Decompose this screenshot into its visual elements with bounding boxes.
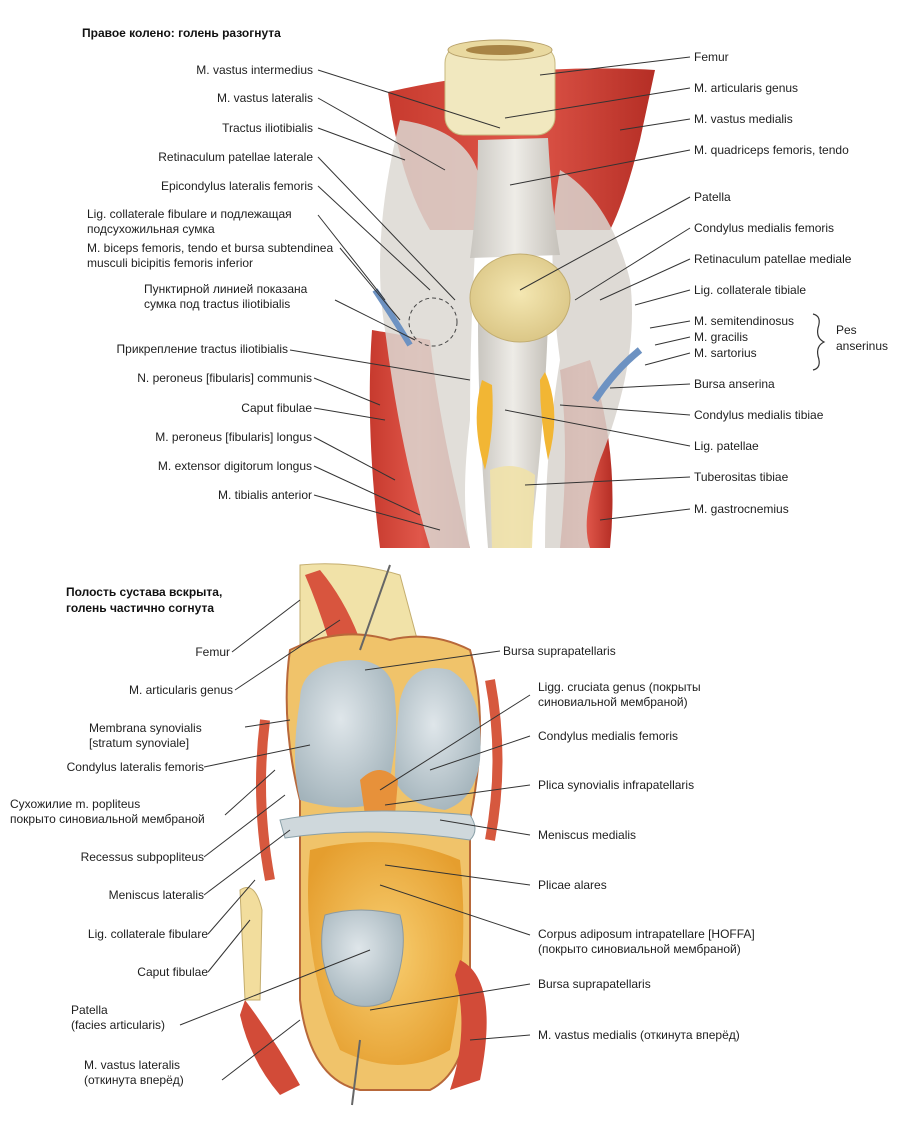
label-lig-collaterale-fibulare-line-2: подсухожильная сумка [87, 222, 215, 236]
label-caput-fibulae-top: Caput fibulae [241, 401, 312, 415]
label-recessus-subpopliteus: Recessus subpopliteus [80, 850, 204, 864]
top-left-leaders [289, 69, 501, 531]
label-m-vastus-lateralis-flipped-line-1: M. vastus lateralis [84, 1058, 181, 1072]
label-lig-patellae: Lig. patellae [694, 439, 759, 453]
bottom-figure-title-line-2: голень частично согнута [66, 601, 215, 615]
label-patella-top: Patella [694, 190, 731, 204]
label-tractus-iliotibialis: Tractus iliotibialis [222, 121, 313, 135]
label-m-vastus-medialis-flipped: M. vastus medialis (откинута вперёд) [538, 1028, 740, 1042]
label-ligg-cruciata-line-1: Ligg. cruciata genus (покрыты [538, 680, 701, 694]
top-knee-figure [369, 39, 655, 548]
label-m-sartorius: M. sartorius [694, 346, 757, 360]
label-meniscus-medialis: Meniscus medialis [538, 828, 637, 842]
label-n-peroneus-communis: N. peroneus [fibularis] communis [137, 371, 312, 385]
label-ligg-cruciata-line-2: синовиальной мембраной) [538, 695, 688, 709]
label-meniscus-lateralis: Meniscus lateralis [108, 888, 204, 902]
label-corpus-adiposum-line-1: Corpus adiposum intrapatellare [HOFFA] [538, 927, 755, 941]
label-m-vastus-lateralis-flipped-line-2: (откинута вперёд) [84, 1073, 184, 1087]
label-m-vastus-intermedius: M. vastus intermedius [196, 63, 313, 77]
pes-anserinus-brace [812, 313, 826, 371]
label-membrana-synovialis-line-1: Membrana synovialis [89, 721, 202, 735]
bottom-knee-figure [239, 563, 503, 1106]
label-bursa-suprapatellaris-2: Bursa suprapatellaris [538, 977, 651, 991]
label-lig-collaterale-tibiale: Lig. collaterale tibiale [694, 283, 807, 297]
label-dashed-bursa-line-1: Пунктирной линией показана [144, 282, 308, 296]
label-epicondylus-lateralis-femoris: Epicondylus lateralis femoris [160, 179, 313, 193]
label-retinaculum-patellae-laterale: Retinaculum patellae laterale [158, 150, 313, 164]
label-m-biceps-femoris-line-1: M. biceps femoris, tendo et bursa subten… [87, 241, 334, 255]
label-m-gastrocnemius: M. gastrocnemius [694, 502, 789, 516]
label-tendon-popliteus-line-1: Сухожилие m. popliteus [10, 797, 141, 811]
label-m-extensor-digitorum-longus: M. extensor digitorum longus [157, 459, 312, 473]
label-m-gracilis: M. gracilis [694, 330, 749, 344]
label-dashed-bursa-line-2: сумка под tractus iliotibialis [144, 297, 291, 311]
label-m-articularis-genus-bottom: M. articularis genus [128, 683, 233, 697]
bottom-figure-title-line-1: Полость сустава вскрыта, [66, 585, 223, 599]
label-m-vastus-lateralis: M. vastus lateralis [216, 91, 313, 105]
label-condylus-medialis-tibiae: Condylus medialis tibiae [694, 408, 824, 422]
label-patella-facies-line-2: (facies articularis) [71, 1018, 166, 1032]
label-plicae-alares: Plicae alares [538, 878, 607, 892]
bottom-right-leaders [364, 650, 531, 1041]
label-m-articularis-genus-top: M. articularis genus [694, 81, 799, 95]
label-condylus-medialis-femoris-bottom: Condylus medialis femoris [538, 729, 679, 743]
label-m-tibialis-anterior: M. tibialis anterior [217, 488, 312, 502]
label-corpus-adiposum-line-2: (покрыто синовиальной мембраной) [538, 942, 741, 956]
label-membrana-synovialis-line-2: [stratum synoviale] [89, 736, 190, 750]
label-condylus-medialis-femoris-top: Condylus medialis femoris [694, 221, 835, 235]
label-tuberositas-tibiae: Tuberositas tibiae [694, 470, 789, 484]
label-m-semitendinosus: M. semitendinosus [694, 314, 795, 328]
label-bursa-anserina: Bursa anserina [694, 377, 775, 391]
label-patella-facies-line-1: Patella [71, 1003, 108, 1017]
label-anserinus: anserinus [836, 339, 889, 353]
label-lig-collaterale-fibulare-line-1: Lig. collaterale fibulare и подлежащая [87, 207, 292, 221]
label-bursa-suprapatellaris-1: Bursa suprapatellaris [503, 644, 616, 658]
label-m-biceps-femoris-line-2: musculi bicipitis femoris inferior [87, 256, 254, 270]
label-tendon-popliteus-line-2: покрыто синовиальной мембраной [10, 812, 205, 826]
label-retinaculum-patellae-mediale: Retinaculum patellae mediale [694, 252, 852, 266]
label-m-peroneus-longus: M. peroneus [fibularis] longus [155, 430, 312, 444]
bottom-left-leaders [179, 599, 371, 1081]
top-figure-title: Правое колено: голень разогнута [82, 26, 281, 40]
label-femur-bottom: Femur [195, 645, 230, 659]
label-plica-synovialis-infrapatellaris: Plica synovialis infrapatellaris [538, 778, 695, 792]
label-tractus-iliotibialis-insertion: Прикрепление tractus iliotibialis [116, 342, 288, 356]
label-m-vastus-medialis-top: M. vastus medialis [694, 112, 793, 126]
label-caput-fibulae-bottom: Caput fibulae [137, 965, 208, 979]
label-femur-top: Femur [694, 50, 729, 64]
top-right-leaders [504, 56, 691, 521]
label-m-quadriceps-tendo: M. quadriceps femoris, tendo [694, 143, 849, 157]
label-condylus-lateralis-femoris: Condylus lateralis femoris [66, 760, 204, 774]
label-lig-collaterale-fibulare-bottom: Lig. collaterale fibulare [87, 927, 208, 941]
label-pes: Pes [836, 323, 857, 337]
